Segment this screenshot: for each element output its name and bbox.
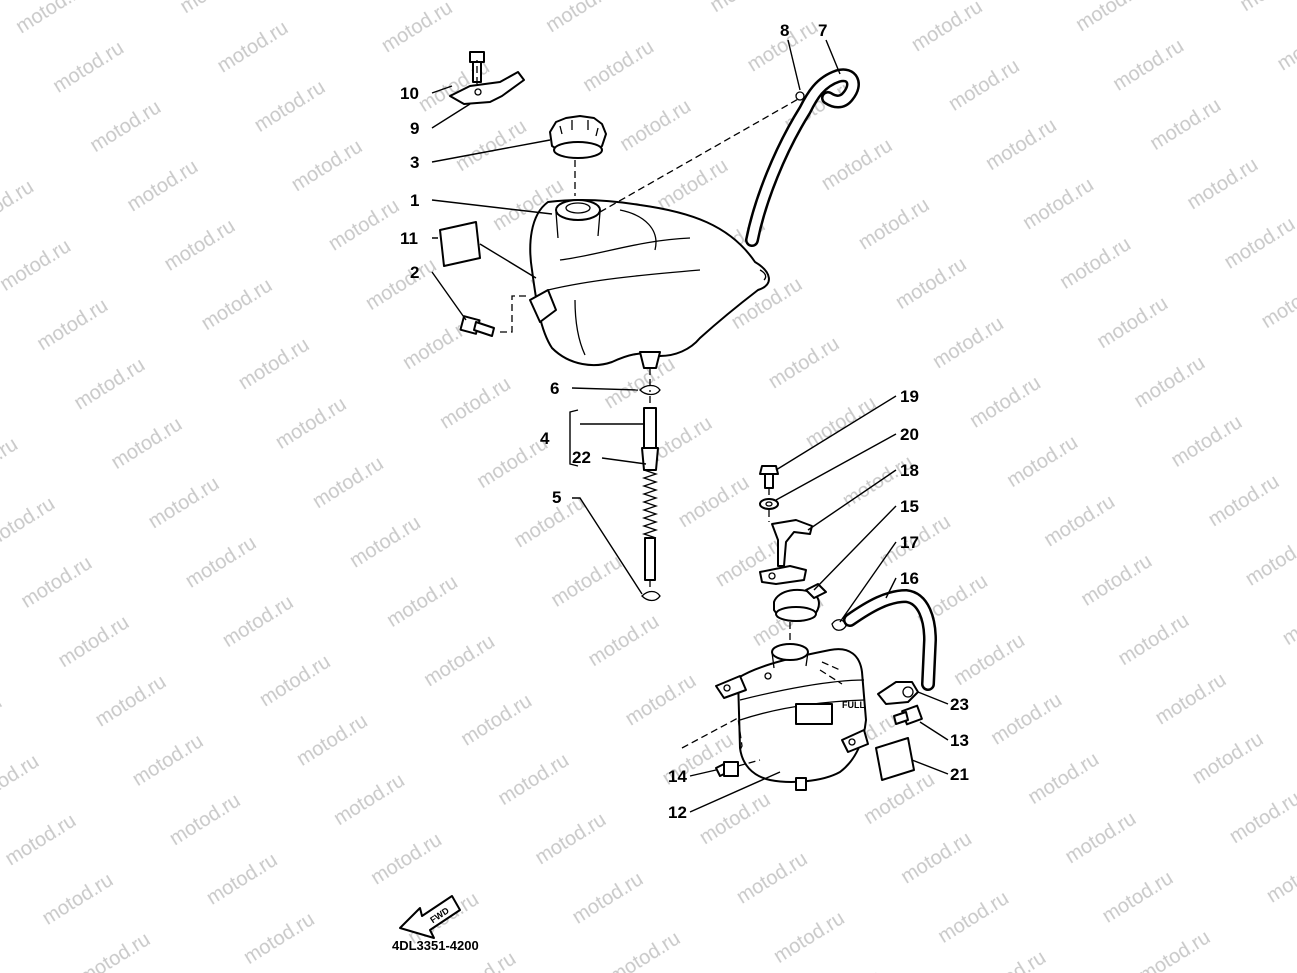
bolt-13 — [893, 704, 923, 726]
breather-hose-7 — [745, 68, 860, 247]
callout-22: 22 — [572, 448, 591, 467]
callout-2: 2 — [410, 263, 419, 282]
callout-12: 12 — [668, 803, 687, 822]
callout-16: 16 — [900, 569, 919, 588]
callout-19: 19 — [900, 387, 919, 406]
callout-8: 8 — [780, 21, 789, 40]
upper-fuel-tank-assembly — [529, 198, 770, 392]
lower-tank-assembly: FULL — [715, 643, 869, 791]
cap-15 — [773, 583, 827, 622]
bolt-19 — [759, 465, 779, 489]
callout-13: 13 — [950, 731, 969, 750]
filler-neck — [555, 199, 601, 221]
fuel-hose-22 — [641, 407, 661, 602]
fuel-cap-3 — [549, 115, 607, 159]
tank-mount-tab — [529, 289, 557, 323]
callout-labels: 10 9 3 1 11 2 8 7 6 4 22 5 19 20 18 15 1… — [400, 21, 969, 822]
callout-5: 5 — [552, 488, 561, 507]
washer-20 — [759, 498, 779, 510]
pad-21 — [875, 737, 915, 781]
callout-9: 9 — [410, 119, 419, 138]
fwd-direction-arrow: FWD — [399, 895, 461, 939]
pad-11 — [439, 221, 481, 267]
callout-15: 15 — [900, 497, 919, 516]
drawing-code: 4DL3351-4200 — [392, 938, 479, 953]
callout-6: 6 — [550, 379, 559, 398]
callout-4: 4 — [540, 429, 550, 448]
screw-2 — [459, 315, 495, 337]
callout-20: 20 — [900, 425, 919, 444]
clip-17 — [831, 619, 847, 631]
callout-1: 1 — [410, 191, 419, 210]
callout-11: 11 — [400, 229, 418, 248]
hose-16 — [843, 588, 938, 691]
callout-7: 7 — [818, 21, 827, 40]
callout-3: 3 — [410, 153, 419, 172]
callout-17: 17 — [900, 533, 919, 552]
callout-14: 14 — [668, 767, 687, 786]
tank-outlet — [639, 351, 661, 369]
callout-leaders — [431, 39, 949, 813]
callout-21: 21 — [950, 765, 969, 784]
callout-10: 10 — [400, 84, 419, 103]
callout-23: 23 — [950, 695, 969, 714]
callout-18: 18 — [900, 461, 919, 480]
bracket-18 — [759, 519, 813, 585]
tank-marking-full: FULL — [842, 700, 865, 710]
clip-6 — [639, 384, 661, 396]
bolt-14 — [715, 761, 739, 777]
